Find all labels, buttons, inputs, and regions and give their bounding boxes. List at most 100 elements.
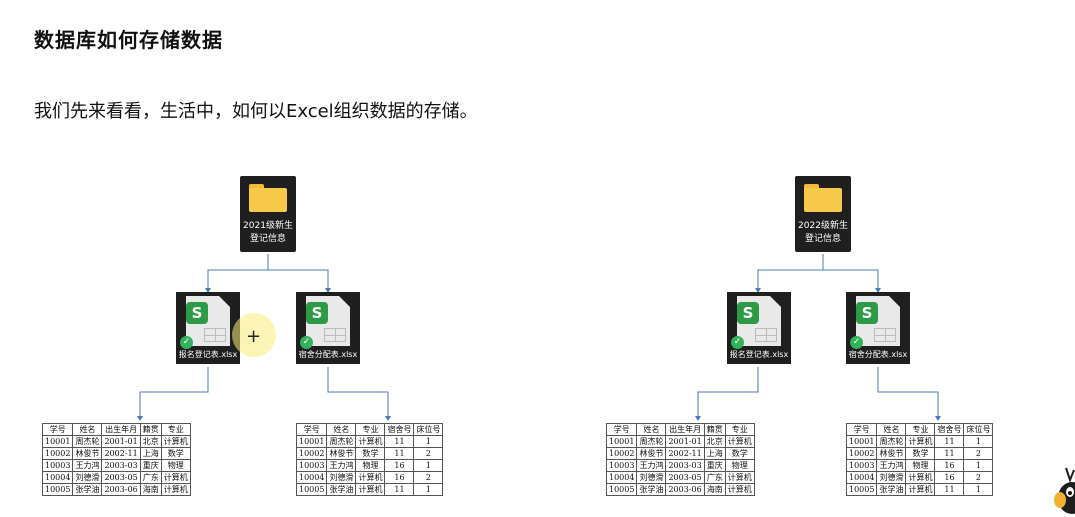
table-cell: 物理: [724, 459, 755, 472]
folder-2022-icon[interactable]: 2022级新生登记信息: [795, 176, 851, 252]
registration-file-2022[interactable]: S ✓ 报名登记表.xlsx: [727, 292, 791, 364]
crosshair-cursor-icon: +: [246, 326, 262, 347]
synced-check-icon: ✓: [731, 336, 744, 349]
table-cell: 2: [413, 447, 444, 460]
table-header-row: 学号姓名出生年月籍贯专业: [41, 423, 191, 436]
file-label: 报名登记表.xlsx: [178, 350, 238, 359]
column-header: 姓名: [326, 423, 357, 436]
table-cell: 张学油: [876, 483, 907, 496]
table-cell: 1: [963, 435, 994, 448]
table-cell: 周杰轮: [876, 435, 907, 448]
column-header: 学号: [295, 423, 328, 436]
column-header: 籍贯: [139, 423, 162, 436]
column-header: 出生年月: [101, 423, 141, 436]
table-cell: 王力鸿: [326, 459, 357, 472]
table-cell: 北京: [139, 435, 162, 448]
grid-icon: [324, 328, 346, 342]
table-cell: 16: [934, 471, 965, 484]
table-cell: 上海: [703, 447, 726, 460]
folder-label: 2022级新生登记信息: [798, 221, 848, 244]
table-cell: 计算机: [905, 483, 936, 496]
table-cell: 16: [384, 471, 415, 484]
table-cell: 张学油: [636, 483, 667, 496]
table-cell: 计算机: [724, 435, 755, 448]
table-cell: 10005: [845, 483, 878, 496]
table-cell: 海南: [139, 483, 162, 496]
column-header: 姓名: [636, 423, 667, 436]
table-cell: 10002: [41, 447, 74, 460]
table-cell: 10001: [845, 435, 878, 448]
folder-2021-icon[interactable]: 2021级新生登记信息: [240, 176, 296, 252]
table-cell: 2: [963, 447, 994, 460]
table-cell: 计算机: [724, 483, 755, 496]
table-cell: 11: [384, 483, 415, 496]
table-cell: 张学油: [72, 483, 103, 496]
cursor-highlight: [232, 313, 276, 357]
table-cell: 2003-06: [665, 483, 705, 496]
table-cell: 11: [934, 435, 965, 448]
column-header: 宿舍号: [384, 423, 415, 436]
table-cell: 数学: [905, 447, 936, 460]
table-cell: 周杰轮: [326, 435, 357, 448]
dorm-file-2022[interactable]: S ✓ 宿舍分配表.xlsx: [846, 292, 910, 364]
column-header: 籍贯: [703, 423, 726, 436]
table-header-row: 学号姓名专业宿舍号床位号: [845, 423, 994, 436]
column-header: 出生年月: [665, 423, 705, 436]
table-cell: 10002: [845, 447, 878, 460]
table-cell: 16: [934, 459, 965, 472]
table-cell: 刘德滑: [72, 471, 103, 484]
table-cell: 林俊节: [876, 447, 907, 460]
table-cell: 周杰轮: [72, 435, 103, 448]
dorm-file-2021[interactable]: S ✓ 宿舍分配表.xlsx: [296, 292, 360, 364]
table-cell: 10003: [845, 459, 878, 472]
column-header: 床位号: [413, 423, 444, 436]
column-header: 姓名: [876, 423, 907, 436]
column-header: 专业: [355, 423, 386, 436]
folder-icon: [249, 184, 287, 212]
table-cell: 重庆: [139, 459, 162, 472]
table-cell: 2003-06: [101, 483, 141, 496]
table-cell: 周杰轮: [636, 435, 667, 448]
table-cell: 10003: [41, 459, 74, 472]
file-label: 报名登记表.xlsx: [729, 350, 789, 359]
table-cell: 林俊节: [636, 447, 667, 460]
table-cell: 计算机: [355, 471, 386, 484]
registration-file-2021[interactable]: S ✓ 报名登记表.xlsx: [176, 292, 240, 364]
table-cell: 海南: [703, 483, 726, 496]
table-cell: 10004: [605, 471, 638, 484]
grid-icon: [874, 328, 896, 342]
table-cell: 物理: [160, 459, 191, 472]
synced-check-icon: ✓: [300, 336, 313, 349]
table-cell: 王力鸿: [636, 459, 667, 472]
table-cell: 11: [384, 447, 415, 460]
column-header: 学号: [605, 423, 638, 436]
table-cell: 计算机: [160, 483, 191, 496]
column-header: 学号: [41, 423, 74, 436]
page-subtitle: 我们先来看看，生活中，如何以Excel组织数据的存储。: [34, 101, 478, 122]
table-cell: 计算机: [160, 471, 191, 484]
table-cell: 上海: [139, 447, 162, 460]
table-cell: 2002-11: [665, 447, 705, 460]
table-cell: 计算机: [905, 471, 936, 484]
table-cell: 1: [413, 483, 444, 496]
table-cell: 16: [384, 459, 415, 472]
table-cell: 刘德滑: [636, 471, 667, 484]
table-cell: 11: [934, 483, 965, 496]
table-cell: 1: [963, 459, 994, 472]
grid-icon: [204, 328, 226, 342]
table-cell: 1: [963, 483, 994, 496]
